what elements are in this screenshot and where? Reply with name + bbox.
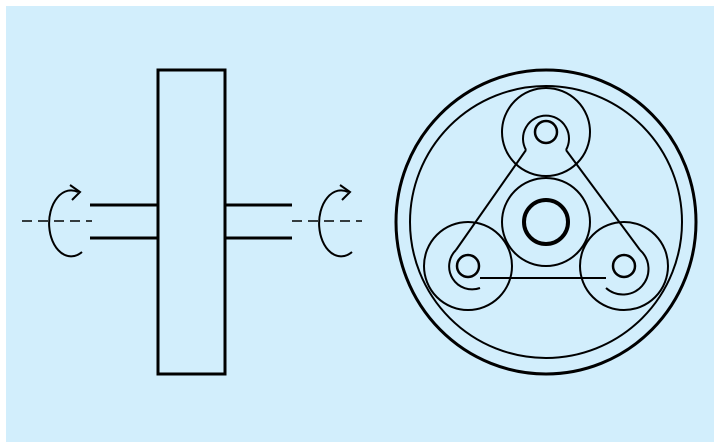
front-view [394, 68, 698, 376]
side-view [22, 68, 362, 376]
planet-gear-left [423, 221, 513, 311]
planet-gear-right [579, 221, 669, 311]
rotation-arrow-left [48, 184, 83, 258]
input-shaft [90, 203, 158, 240]
carrier-arms [448, 114, 650, 296]
sun-gear [501, 177, 591, 267]
inner-ring [409, 85, 683, 359]
output-shaft [225, 203, 292, 240]
rotation-arrow-right [318, 184, 353, 258]
outer-ring-gear [394, 68, 698, 376]
planet-gear-top [501, 87, 591, 177]
housing-block [156, 68, 227, 376]
